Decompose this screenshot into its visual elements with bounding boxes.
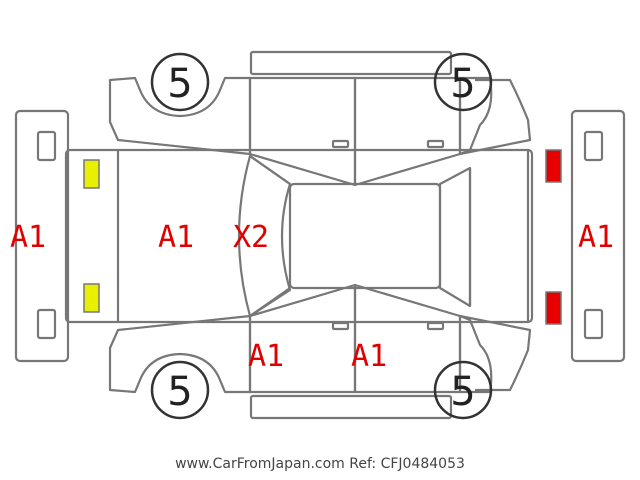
mark-windshield: X2	[233, 220, 269, 255]
rear-bumper	[570, 109, 626, 363]
mark-front-door: A1	[248, 339, 284, 374]
taillight-upper	[545, 149, 562, 183]
wheel-front-left-grade: 5	[167, 61, 192, 107]
mark-rear-bumper: A1	[578, 220, 614, 255]
wheel-rear-left-grade: 5	[450, 61, 475, 107]
roof-rail-bottom	[249, 394, 453, 420]
headlight-lower	[83, 283, 100, 313]
mark-hood: A1	[158, 220, 194, 255]
taillight-lower	[545, 291, 562, 325]
wheel-rear-right-grade: 5	[450, 369, 475, 415]
wheel-front-left	[150, 52, 210, 112]
footer-reference: www.CarFromJapan.com Ref: CFJ0484053	[175, 456, 465, 472]
wheel-rear-right	[433, 360, 493, 420]
wheel-rear-left	[433, 52, 493, 112]
front-bumper	[14, 109, 70, 363]
mark-rear-door: A1	[351, 339, 387, 374]
car-body-top-view	[64, 148, 534, 324]
mark-front-bumper: A1	[10, 220, 46, 255]
headlight-upper	[83, 159, 100, 189]
wheel-front-right	[150, 360, 210, 420]
wheel-front-right-grade: 5	[167, 369, 192, 415]
roof-rail-top	[249, 50, 453, 76]
